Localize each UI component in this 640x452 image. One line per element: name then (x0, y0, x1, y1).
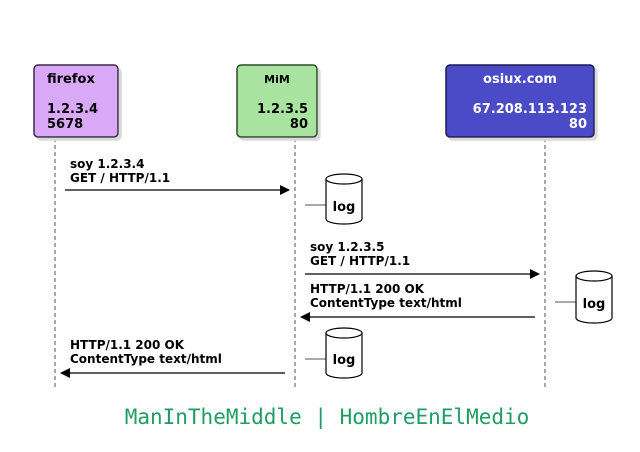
actor-firefox-name: firefox (47, 72, 95, 87)
log-cylinder-mim-1: log (305, 173, 363, 225)
message-request-1-line1: soy 1.2.3.4 (70, 157, 144, 171)
log-label: log (333, 353, 356, 368)
actor-mim-ip: 1.2.3.5 (257, 102, 308, 117)
message-response-2-line1: HTTP/1.1 200 OK (70, 338, 185, 352)
actor-firefox-port: 5678 (47, 117, 83, 132)
actor-mim-box (236, 64, 318, 138)
log-label: log (333, 200, 356, 215)
actor-firefox-ip: 1.2.3.4 (47, 102, 98, 117)
message-request-1: soy 1.2.3.4 GET / HTTP/1.1 (65, 157, 290, 195)
caption: ManInTheMiddle | HombreEnElMedio (125, 405, 530, 430)
message-request-1-line2: GET / HTTP/1.1 (70, 171, 170, 185)
log-label: log (583, 297, 606, 312)
actor-firefox-box (33, 64, 119, 138)
message-response-1-line1: HTTP/1.1 200 OK (310, 282, 425, 296)
actor-mim-name: MiM (264, 73, 290, 86)
cylinder-top (325, 173, 363, 185)
cylinder-icon (325, 179, 363, 225)
message-request-2: soy 1.2.3.5 GET / HTTP/1.1 (305, 240, 540, 279)
actor-osiux-ip: 67.208.113.123 (473, 102, 587, 117)
message-request-2-line2: GET / HTTP/1.1 (310, 254, 410, 268)
message-request-2-line1: soy 1.2.3.5 (310, 240, 384, 254)
cylinder-icon (575, 276, 613, 324)
message-response-1-line2: ContentType text/html (310, 296, 462, 310)
log-cylinder-osiux: log (555, 270, 613, 324)
cylinder-top (325, 327, 363, 339)
actor-osiux-name: osiux.com (483, 72, 557, 87)
message-response-2-line2: ContentType text/html (70, 352, 222, 366)
actor-osiux: osiux.com 67.208.113.123 80 (445, 64, 595, 138)
cylinder-icon (325, 333, 363, 379)
actor-osiux-port: 80 (569, 117, 587, 132)
log-cylinder-mim-2: log (305, 327, 363, 379)
actor-mim-port: 80 (290, 117, 308, 132)
cylinder-top (575, 270, 613, 282)
actor-osiux-box (445, 64, 595, 138)
message-response-1: HTTP/1.1 200 OK ContentType text/html (300, 282, 535, 322)
actor-mim: MiM 1.2.3.5 80 (236, 64, 318, 138)
actor-firefox: firefox 1.2.3.4 5678 (33, 64, 119, 138)
message-response-2: HTTP/1.1 200 OK ContentType text/html (60, 338, 285, 378)
